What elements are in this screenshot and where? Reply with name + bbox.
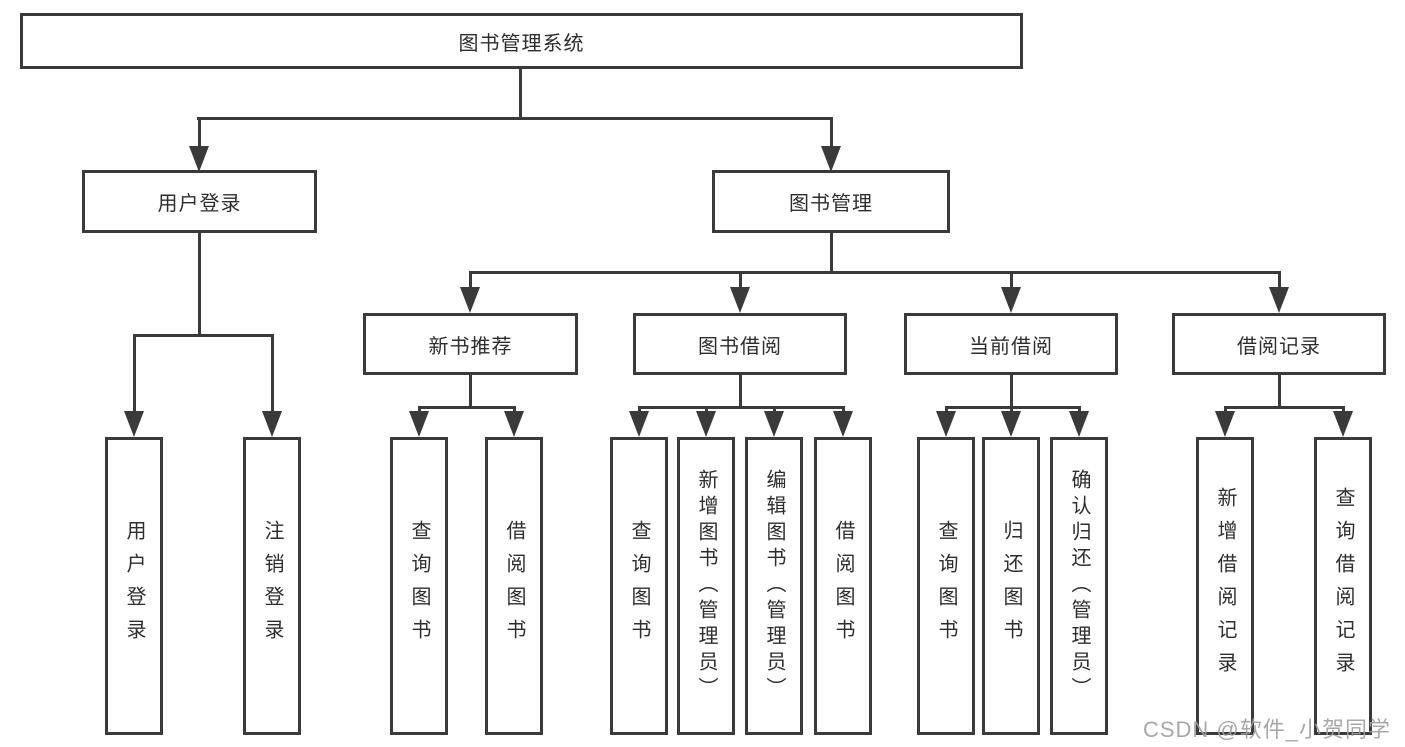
- connector-drop-leaf: [271, 334, 274, 411]
- connector-currentborrow-branch: [945, 406, 1081, 409]
- leaf-logout: 注销登录: [243, 437, 301, 735]
- node-label: 当前借阅: [969, 335, 1053, 358]
- node-label: 用户登录: [157, 193, 242, 215]
- leaf-query-books-recommend: 查询图书: [390, 437, 448, 735]
- arrowhead-down-icon: [764, 411, 784, 437]
- connector-drop-leaf: [945, 406, 948, 411]
- leaf-return-books: 归还图书: [982, 437, 1040, 735]
- leaf-user-login: 用户登录: [105, 437, 163, 735]
- connector-bookborrow-stem: [739, 375, 742, 406]
- leaf-label: 用户登录: [123, 520, 145, 652]
- arrowhead-down-icon: [262, 411, 282, 437]
- arrowhead-down-icon: [1069, 411, 1089, 437]
- connector-userlogin-stem: [198, 233, 201, 337]
- node-borrowing-records: 借阅记录: [1172, 313, 1386, 375]
- connector-drop-newbook: [469, 271, 472, 287]
- connector-drop-leaf: [705, 406, 708, 411]
- node-new-book-recommend: 新书推荐: [363, 313, 578, 375]
- connector-currentborrow-stem: [1010, 375, 1013, 406]
- arrowhead-down-icon: [1215, 411, 1235, 437]
- connector-borrowrecord-stem: [1278, 375, 1281, 406]
- connector-drop-leaf: [1010, 406, 1013, 411]
- leaf-label: 借阅图书: [832, 520, 854, 652]
- node-label: 借阅记录: [1237, 335, 1321, 358]
- leaf-label: 查询图书: [935, 520, 957, 652]
- connector-drop-leaf: [513, 406, 516, 411]
- connector-drop-user-login: [198, 117, 201, 147]
- leaf-add-books-admin: 新增图书（管理员）: [677, 437, 735, 735]
- arrowhead-down-icon: [409, 411, 429, 437]
- arrowhead-down-icon: [1333, 411, 1353, 437]
- connector-drop-bookborrow: [739, 271, 742, 287]
- leaf-label: 编辑图书（管理员）: [763, 469, 785, 703]
- connector-bookborrow-branch: [638, 406, 845, 409]
- arrowhead-down-icon: [629, 411, 649, 437]
- arrowhead-down-icon: [460, 287, 480, 313]
- leaf-add-borrow-record: 新增借阅记录: [1196, 437, 1254, 735]
- connector-drop-leaf: [1224, 406, 1227, 411]
- connector-drop-leaf: [638, 406, 641, 411]
- connector-drop-leaf: [842, 406, 845, 411]
- leaf-label: 借阅图书: [503, 520, 525, 652]
- leaf-label: 注销登录: [261, 520, 283, 652]
- arrowhead-down-icon: [189, 146, 209, 172]
- arrowhead-down-icon: [936, 411, 956, 437]
- leaf-label: 查询图书: [408, 520, 430, 652]
- leaf-borrow-books-recommend: 借阅图书: [485, 437, 543, 735]
- node-label: 图书借阅: [698, 335, 782, 358]
- leaf-edit-books-admin: 编辑图书（管理员）: [745, 437, 803, 735]
- connector-root-branch: [197, 117, 833, 120]
- node-book-management: 图书管理: [712, 170, 950, 233]
- leaf-label: 归还图书: [1000, 520, 1022, 652]
- leaf-query-borrow-record: 查询借阅记录: [1314, 437, 1372, 735]
- watermark: CSDN @软件_小贺同学: [1142, 717, 1391, 742]
- leaf-query-books-current: 查询图书: [917, 437, 975, 735]
- connector-bookmgmt-stem: [830, 233, 833, 271]
- connector-bookmgmt-branch: [469, 271, 1281, 274]
- arrowhead-down-icon: [1269, 287, 1289, 313]
- connector-drop-leaf: [133, 334, 136, 411]
- node-label: 图书管理系统: [458, 32, 585, 55]
- leaf-query-books-borrowing: 查询图书: [610, 437, 668, 735]
- arrowhead-down-icon: [696, 411, 716, 437]
- leaf-label: 新增图书（管理员）: [695, 469, 717, 703]
- leaf-label: 查询图书: [628, 520, 650, 652]
- arrowhead-down-icon: [1001, 287, 1021, 313]
- node-library-management-system: 图书管理系统: [20, 13, 1023, 69]
- node-book-borrowing: 图书借阅: [633, 313, 847, 375]
- connector-drop-currentborrow: [1010, 271, 1013, 287]
- leaf-label: 新增借阅记录: [1214, 487, 1236, 685]
- arrowhead-down-icon: [833, 411, 853, 437]
- arrowhead-down-icon: [124, 411, 144, 437]
- node-label: 图书管理: [789, 193, 873, 215]
- connector-drop-leaf: [773, 406, 776, 411]
- leaf-label: 确认归还（管理员）: [1068, 469, 1090, 703]
- arrowhead-down-icon: [504, 411, 524, 437]
- connector-borrowrecord-branch: [1224, 406, 1345, 409]
- leaf-label: 查询借阅记录: [1332, 487, 1354, 685]
- connector-drop-leaf: [1078, 406, 1081, 411]
- connector-drop-leaf: [1342, 406, 1345, 411]
- connector-userlogin-branch: [133, 334, 274, 337]
- node-current-borrowing: 当前借阅: [904, 313, 1118, 375]
- connector-newbook-stem: [469, 375, 472, 406]
- arrowhead-down-icon: [730, 287, 750, 313]
- arrowhead-down-icon: [821, 146, 841, 172]
- leaf-confirm-return-admin: 确认归还（管理员）: [1050, 437, 1108, 735]
- connector-drop-book-mgmt: [830, 117, 833, 147]
- leaf-borrow-books-borrowing: 借阅图书: [814, 437, 872, 735]
- connector-drop-leaf: [418, 406, 421, 411]
- connector-drop-borrowrecord: [1278, 271, 1281, 287]
- arrowhead-down-icon: [1001, 411, 1021, 437]
- node-user-login: 用户登录: [82, 170, 317, 233]
- node-label: 新书推荐: [428, 335, 513, 358]
- connector-newbook-branch: [418, 406, 516, 409]
- connector-root-stem: [519, 69, 522, 118]
